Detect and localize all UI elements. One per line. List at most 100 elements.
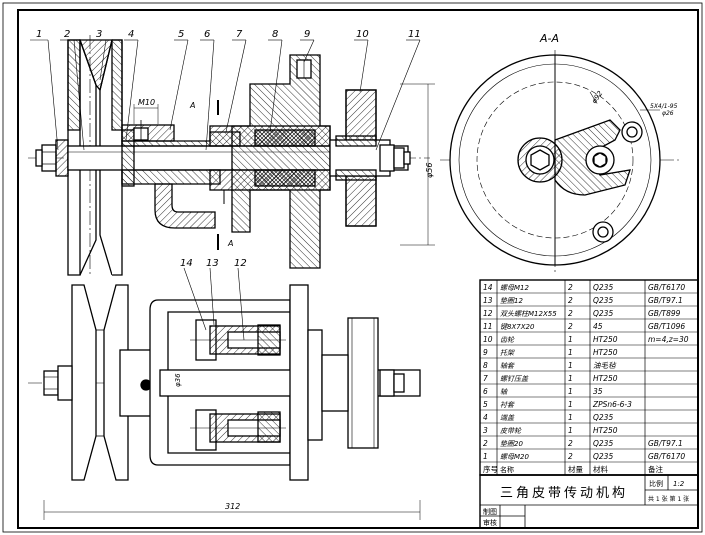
- bom-cell: ZPSn6-6-3: [592, 400, 632, 409]
- bom-cell: 1: [568, 348, 573, 357]
- bom-cell: Q235: [593, 309, 613, 318]
- callout-1: 1: [36, 29, 42, 40]
- bom-cell: GB/T97.1: [648, 439, 683, 448]
- dim-d56: φ56: [425, 163, 434, 178]
- bom-cell: 2: [568, 322, 573, 331]
- dim-d36: φ36: [174, 373, 182, 387]
- bom-cell: 1: [568, 335, 573, 344]
- bom-cell: HT250: [593, 348, 618, 357]
- bom-cell: 键8X7X20: [500, 323, 535, 331]
- bom-cell: 托架: [500, 349, 515, 357]
- bom-cell: 35: [593, 387, 603, 396]
- bom-cell: GB/T6170: [648, 283, 685, 292]
- bom-header-cell: 备注: [648, 464, 663, 474]
- bom-cell: HT250: [593, 335, 618, 344]
- bom-cell: 轴套: [500, 362, 515, 370]
- bom-cell: 2: [483, 439, 488, 448]
- bom-cell: GB/T97.1: [648, 296, 683, 305]
- bom-cell: 1: [568, 400, 573, 409]
- bom-cell: 13: [483, 296, 493, 305]
- dim-keyway: 5X4/1-95: [650, 103, 678, 110]
- top-view: [28, 267, 421, 520]
- top-view-labels: 14 13 12 312 φ36: [174, 258, 247, 511]
- callout-10: 10: [356, 29, 369, 40]
- bom-cell: 9: [483, 348, 488, 357]
- bom-cell: 1: [568, 387, 573, 396]
- bom-cell: 10: [483, 335, 493, 344]
- bom-cell: 螺母M12: [500, 284, 529, 292]
- bom-cell: 2: [568, 309, 573, 318]
- callout-4: 4: [128, 29, 134, 40]
- dim-overall: 312: [225, 502, 240, 511]
- callout-labels: 1 2 3 4 5 6 7 8 9 10 11 M10 φ56 A A: [36, 29, 434, 248]
- bom-cell: 2: [568, 452, 573, 461]
- section-marker-top: A: [189, 101, 195, 110]
- bom-cell: 2: [568, 296, 573, 305]
- bom-cell: 12: [483, 309, 493, 318]
- bom-cell: 8: [483, 361, 488, 370]
- bom-cell: 14: [483, 283, 493, 292]
- inner-border: [17, 9, 699, 529]
- bom-cell: 45: [593, 322, 603, 331]
- section-aa-title: A-A: [539, 32, 559, 45]
- bom-cell: 齿轮: [500, 336, 515, 344]
- bom-cell: 2: [568, 439, 573, 448]
- scale-label: 比例: [649, 479, 663, 488]
- callout-5: 5: [178, 29, 184, 40]
- bom-cell: 端盖: [500, 414, 515, 422]
- bom-cell: 轴: [500, 388, 508, 396]
- bom-cell: GB/T6170: [648, 452, 685, 461]
- bom-cell: Q235: [593, 452, 613, 461]
- bom-cell: 2: [568, 283, 573, 292]
- bom-cell: GB/T899: [648, 309, 681, 318]
- bom-cell: m=4,z=30: [648, 335, 689, 344]
- bom-cell: 皮带轮: [500, 427, 522, 435]
- dim-keyway-dia: φ26: [662, 110, 674, 117]
- callout-11: 11: [408, 29, 421, 40]
- bom-cell: 双头螺柱M12X55: [500, 310, 557, 318]
- bom-header-cell: 材料: [593, 464, 608, 474]
- section-marker-bottom: A: [227, 239, 233, 248]
- bom-cell: HT250: [593, 374, 618, 383]
- front-section-view: [28, 35, 435, 276]
- callout-2: 2: [64, 29, 70, 40]
- bom-cell: 7: [483, 374, 488, 383]
- bom-cell: 1: [568, 361, 573, 370]
- callout-6: 6: [204, 29, 210, 40]
- drawing-title: 三角皮带传动机构: [500, 486, 628, 501]
- bom-cell: 4: [483, 413, 488, 422]
- bom-cell: 油毛毡: [593, 361, 617, 370]
- bom-cell: 螺母M20: [500, 453, 529, 461]
- checked-by-label: 审核: [483, 518, 497, 527]
- bom-header-cell: 序号: [483, 464, 498, 474]
- bom-cell: 5: [483, 400, 488, 409]
- callout-leaders: [30, 39, 421, 151]
- bom-cell: Q235: [593, 283, 613, 292]
- dim-m10: M10: [138, 98, 155, 107]
- bom-cell: Q235: [593, 296, 613, 305]
- scale-value: 1:2: [673, 480, 685, 488]
- callout-12: 12: [234, 258, 247, 269]
- bom-cell: 垫圈12: [500, 297, 523, 305]
- bom-header-cell: 材量: [568, 464, 583, 474]
- bom-cell: 垫圈20: [500, 440, 523, 448]
- title-block: [479, 474, 699, 529]
- section-aa-view: [440, 50, 680, 272]
- callout-3: 3: [96, 29, 102, 40]
- bom-cell: HT250: [593, 426, 618, 435]
- callout-13: 13: [206, 258, 219, 269]
- bom-cell: Q235: [593, 413, 613, 422]
- title-block-text: 三角皮带传动机构 比例 1:2 共 1 张 第 1 张 制图 审核: [483, 479, 689, 527]
- bom-cell: Q235: [593, 439, 613, 448]
- callout-9: 9: [304, 29, 310, 40]
- sheet-info: 共 1 张 第 1 张: [648, 495, 689, 503]
- bom-cell: 1: [568, 374, 573, 383]
- bom-cell: 1: [568, 426, 573, 435]
- bom-cell: 1: [483, 452, 488, 461]
- drawn-by-label: 制图: [483, 507, 497, 516]
- bom-cell: 6: [483, 387, 488, 396]
- callout-7: 7: [236, 29, 243, 40]
- callout-14: 14: [180, 258, 193, 269]
